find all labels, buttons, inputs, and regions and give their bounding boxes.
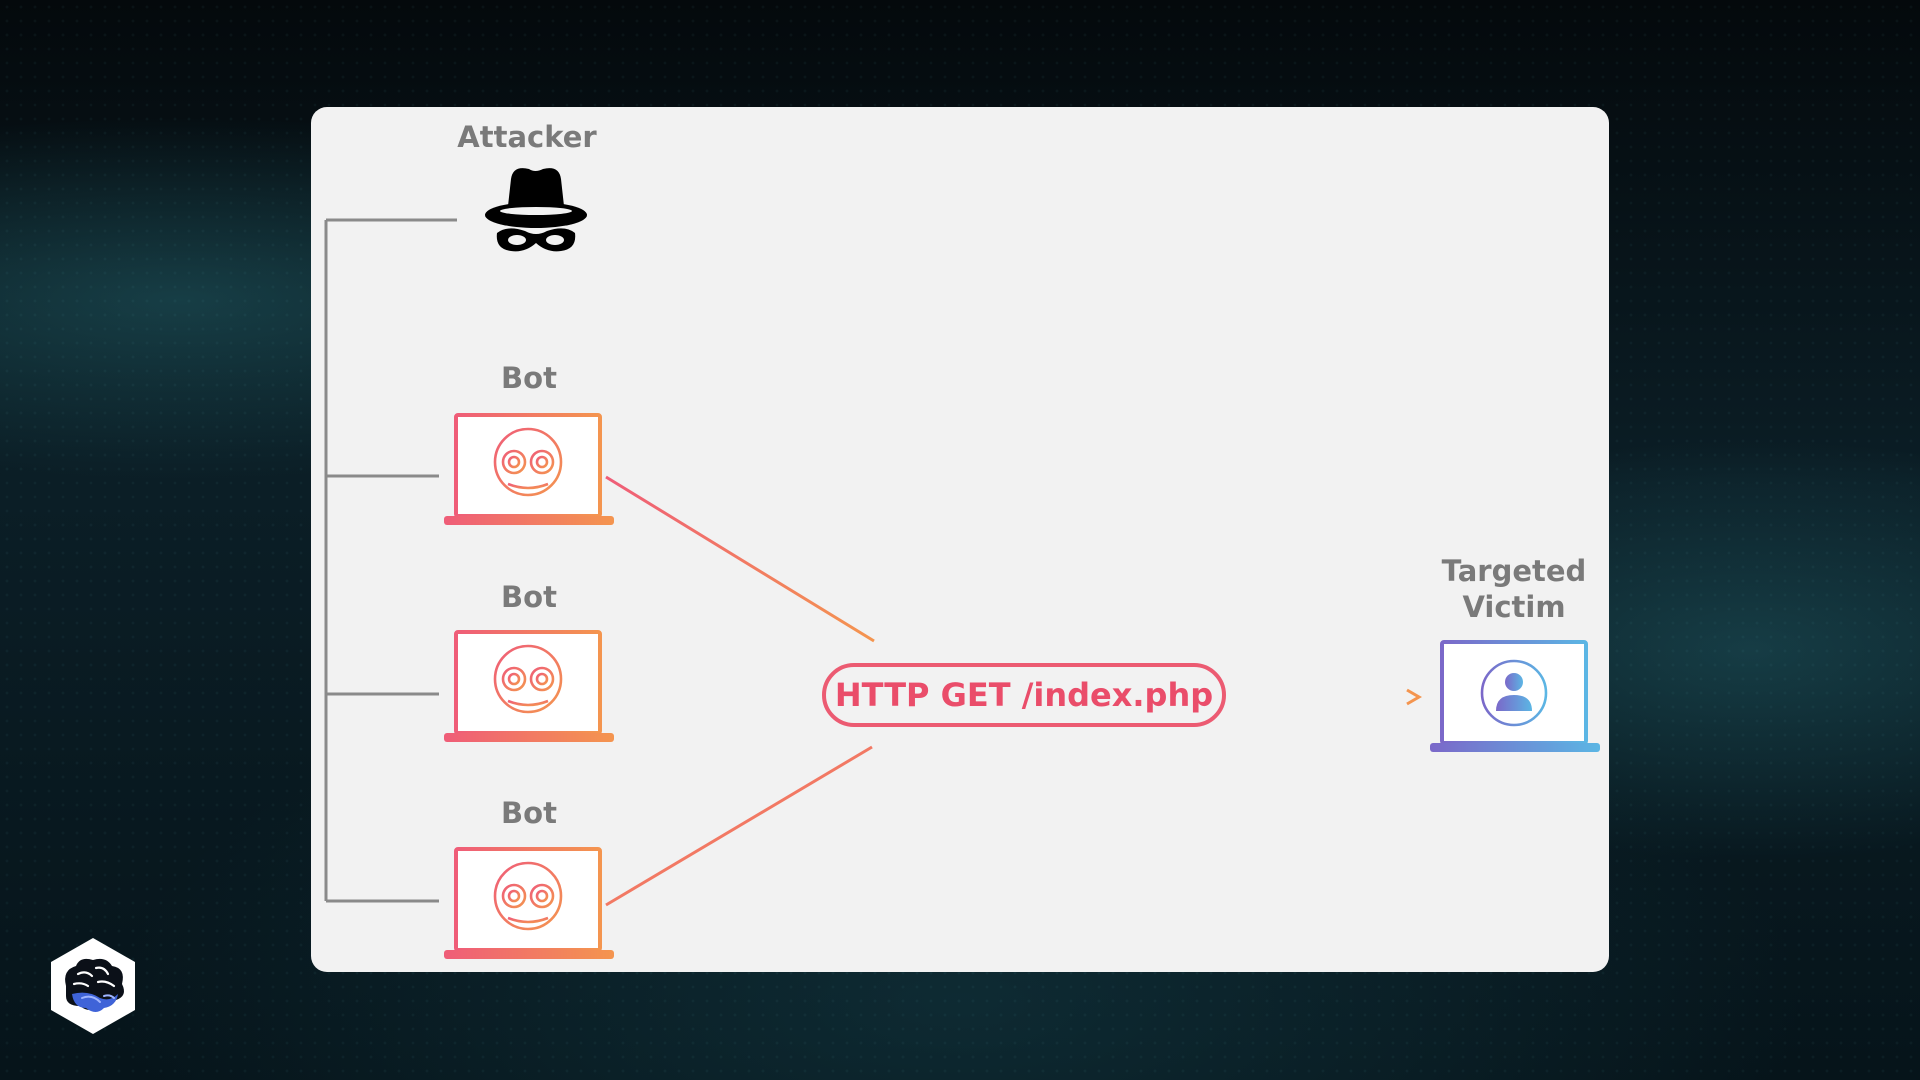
bot-laptop-2 [444, 630, 614, 742]
bot-label-2: Bot [501, 580, 557, 614]
robot-face-icon [493, 861, 563, 931]
request-arrow [1226, 688, 1422, 706]
spy-hat-icon [485, 168, 587, 252]
victim-label-line-1: Targeted [1441, 554, 1587, 588]
http-request-pill: HTTP GET /index.php [822, 663, 1226, 727]
victim-label: Targeted Victim [1404, 553, 1609, 625]
botnet-control-bracket [324, 218, 457, 903]
http-request-label: HTTP GET /index.php [834, 676, 1214, 714]
bot-laptop-1 [444, 413, 614, 525]
bot-label-1: Bot [501, 361, 557, 395]
victim-label-line-2: Victim [1462, 590, 1566, 624]
victim-laptop [1430, 640, 1600, 752]
diagram-panel: Attacker Bot Bot Bot Targeted Victim HTT… [311, 107, 1609, 972]
robot-face-icon [493, 644, 563, 714]
brain-hexagon-logo-icon [51, 938, 135, 1034]
diagram-canvas [324, 168, 1600, 959]
bot-request-connectors [604, 475, 875, 907]
bot-label-3: Bot [501, 796, 557, 830]
attacker-label: Attacker [457, 120, 597, 154]
bot-3-connector [605, 745, 873, 907]
user-icon [1480, 659, 1548, 727]
bot-1-connector [605, 475, 875, 643]
bot-laptop-3 [444, 847, 614, 959]
robot-face-icon [493, 427, 563, 497]
